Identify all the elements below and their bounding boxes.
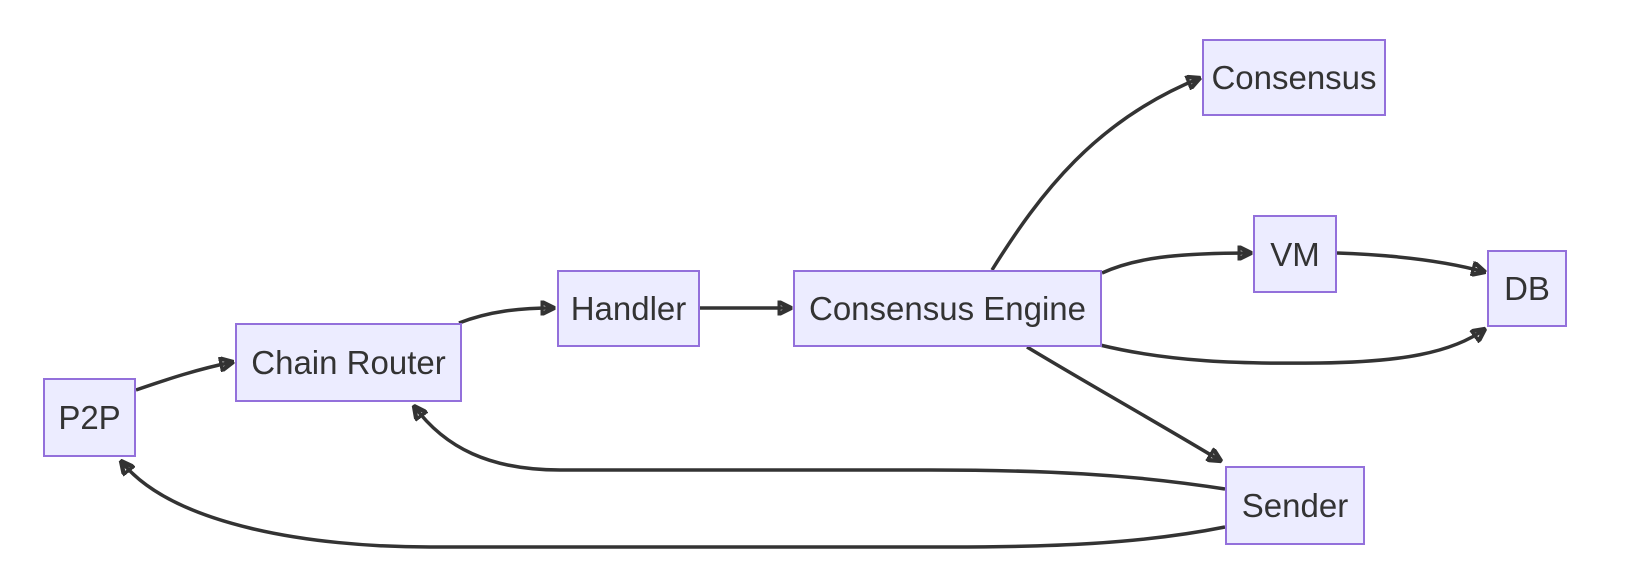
edge-vm-to-db (1336, 251, 1485, 272)
node-db-label: DB (1504, 270, 1550, 307)
edge-sender-to-chain-router (414, 406, 1226, 491)
node-vm: VM (1253, 215, 1337, 293)
node-handler: Handler (557, 270, 700, 347)
node-db: DB (1487, 250, 1567, 327)
node-handler-label: Handler (570, 290, 687, 327)
node-consensus: Consensus (1202, 39, 1386, 116)
node-chain-router-label: Chain Router (251, 344, 446, 381)
node-p2p-label: P2P (58, 399, 121, 436)
edge-consensus-engine-to-vm (1101, 253, 1251, 275)
node-consensus-engine-label: Consensus Engine (808, 290, 1087, 327)
edge-p2p-to-chain-router (135, 362, 233, 392)
edge-consensus-engine-to-db (1099, 329, 1485, 365)
node-chain-router: Chain Router (235, 323, 462, 402)
edge-consensus-engine-to-sender (1026, 345, 1221, 461)
node-vm-label: VM (1270, 235, 1320, 273)
edge-consensus-engine-to-consensus (990, 78, 1200, 271)
node-sender: Sender (1225, 466, 1365, 545)
node-p2p: P2P (43, 378, 136, 457)
node-consensus-label: Consensus (1211, 59, 1377, 96)
node-consensus-engine: Consensus Engine (793, 270, 1102, 347)
edge-sender-to-p2p (121, 461, 1226, 549)
edge-chain-router-to-handler (458, 308, 554, 325)
node-sender-label: Sender (1241, 487, 1349, 524)
